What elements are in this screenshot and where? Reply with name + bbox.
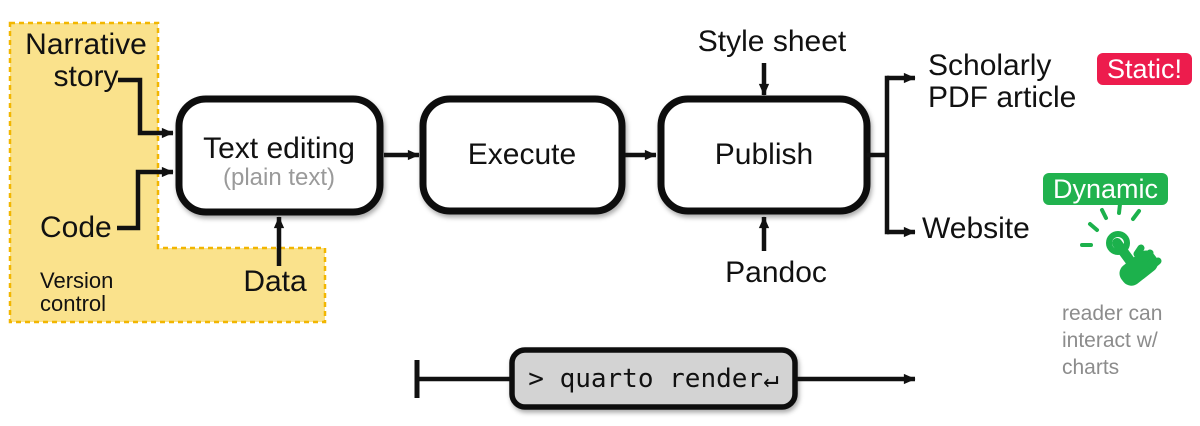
version-control-region [8, 21, 327, 324]
execute-box [419, 95, 626, 215]
text-editing-title: Text editing [203, 132, 355, 165]
narrative-arrow [118, 77, 174, 139]
version-control-label: Version control [40, 268, 114, 316]
style-sheet-label: Style sheet [697, 25, 847, 58]
quarto-render-box [509, 347, 798, 410]
text-editing-subtitle: (plain text) [222, 164, 336, 191]
quarto-render-command: > quarto render↵ [528, 363, 779, 394]
reader-note: reader can interact w/ charts [1062, 302, 1163, 379]
data-label: Data [243, 265, 307, 298]
narrative-story-label: Narrative story [25, 28, 147, 93]
tap-icon [1080, 202, 1162, 286]
dynamic-badge: Dynamic [1043, 173, 1169, 205]
scholarly-pdf-label: Scholarly PDF article [928, 49, 1077, 114]
code-label: Code [40, 211, 112, 244]
website-label: Website [922, 212, 1030, 245]
static-badge: Static! [1097, 53, 1193, 85]
publish-branch-stem [866, 75, 890, 235]
code-arrow [117, 166, 174, 231]
pandoc-label: Pandoc [725, 256, 827, 289]
text-editing-box [175, 95, 384, 216]
execute-label: Execute [467, 138, 577, 171]
publish-label: Publish [714, 138, 814, 171]
text-editing-label: Text editing (plain text) [203, 133, 355, 191]
